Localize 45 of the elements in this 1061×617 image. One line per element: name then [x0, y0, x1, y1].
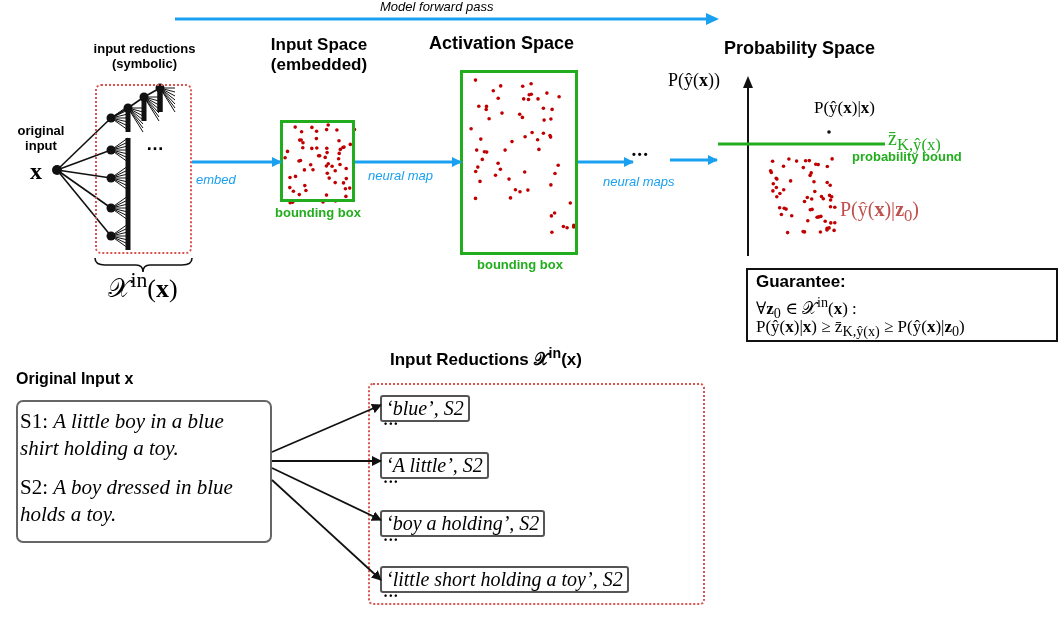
ellipsis-mark: ••• [384, 591, 400, 602]
edge-label: neural map [368, 168, 434, 183]
edge-label: neural maps [603, 174, 675, 189]
reduction-box [380, 452, 489, 479]
math-formula: P(ŷ(x)|x) ≥ z̄$_{K,ŷ(x)}$ ≥ P(ŷ(x)|z$_{0}$) [756, 317, 965, 340]
arrow [355, 157, 462, 167]
reduction-text: ‘blue’, S2 [386, 397, 464, 420]
reduction-text: ‘boy a holding’, S2 [386, 512, 540, 535]
arrow [670, 155, 718, 165]
edge-label: embed [196, 172, 236, 187]
ellipsis-mark: ••• [384, 419, 400, 430]
box-caption: bounding box [476, 258, 564, 273]
group-heading: input reductions (symbolic) [92, 42, 197, 72]
ellipsis-mark: ••• [632, 148, 650, 161]
ellipsis-mark: … [146, 134, 164, 155]
arrow-label: Model forward pass [380, 0, 494, 15]
reduction-text: ‘A little’, S2 [386, 454, 483, 477]
sentence: S1: A little boy in a blue shirt holding a toy. [20, 408, 225, 463]
group-heading: Input Reductions 𝒳$^{in}$(x) [390, 345, 582, 370]
ellipsis-mark: ••• [384, 477, 400, 488]
cloud-label: P(ŷ(x)|z$_{0}$) [840, 198, 919, 226]
node-label: original input [16, 124, 66, 154]
reduction-text: ‘little short holding a toy’, S2 [386, 568, 623, 591]
arrow [271, 479, 382, 581]
point-label: P(ŷ(x)|x) [814, 98, 876, 118]
reduction-box [380, 395, 470, 422]
ellipsis-mark: ••• [384, 535, 400, 546]
space-heading: Input Space (embedded) [269, 35, 369, 75]
guarantee-box [746, 268, 1058, 342]
box-heading: Guarantee: [756, 272, 846, 292]
reduction-box [380, 510, 546, 537]
space-heading: Activation Space [429, 33, 575, 54]
arrow [192, 157, 282, 167]
reduction-box [380, 566, 629, 593]
box-heading: Original Input x [16, 370, 134, 389]
arrow [578, 157, 634, 167]
set-label: 𝒳$^{in}$(x) [107, 268, 179, 304]
arrow [271, 403, 382, 453]
math-symbol: x [30, 158, 42, 186]
box-caption: bounding box [274, 206, 362, 221]
arrow [271, 467, 382, 521]
arrow [271, 456, 382, 466]
space-heading: Probability Space [724, 38, 876, 59]
axis-label: P(ŷ(x)) [668, 70, 720, 91]
sentence: S2: A boy dressed in blue holds a toy. [20, 474, 234, 529]
